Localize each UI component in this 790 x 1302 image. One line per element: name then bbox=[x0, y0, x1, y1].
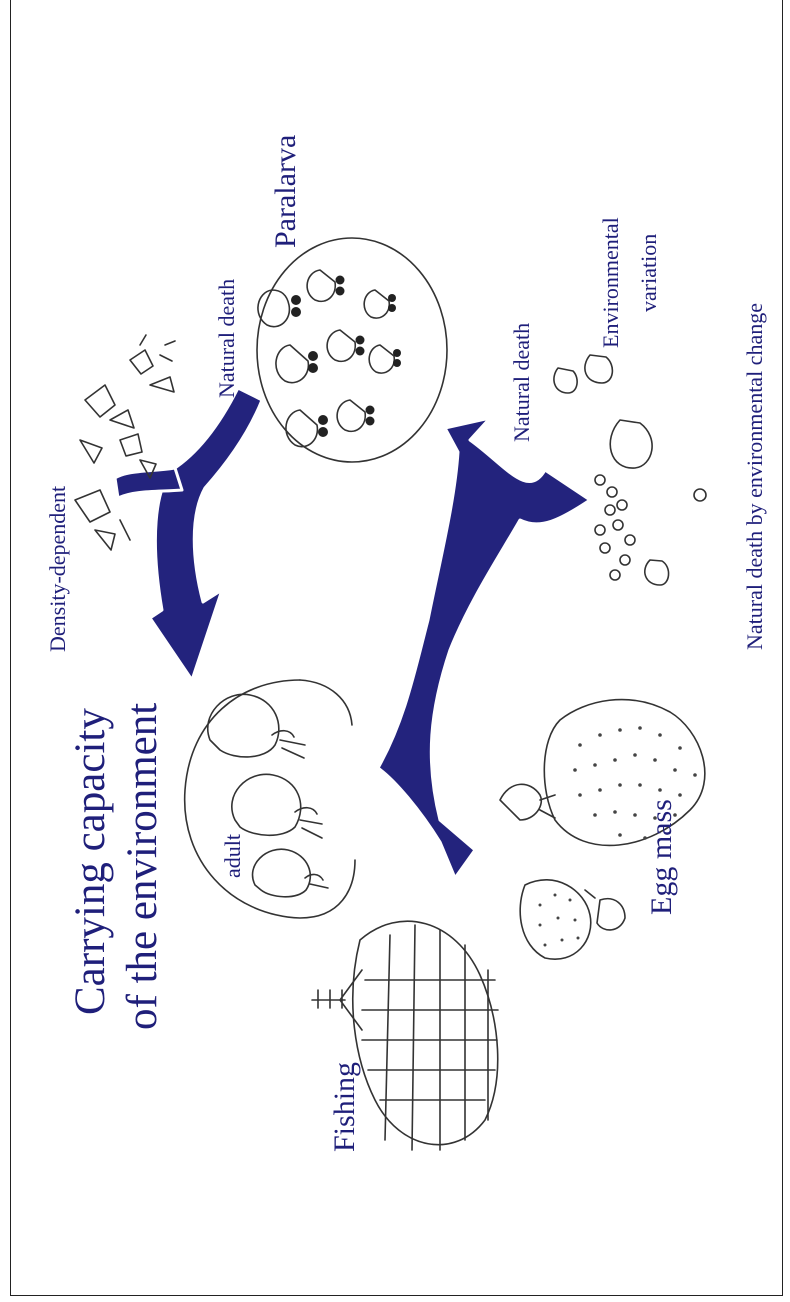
spawning-squids bbox=[500, 784, 625, 930]
environmental-death-sketches bbox=[554, 355, 706, 585]
label-fishing: Fishing bbox=[328, 1062, 361, 1152]
label-natural-death-environmental: Natural death by environmental change bbox=[742, 303, 767, 650]
label-environmental: Environmental bbox=[598, 217, 623, 348]
adult-circle-right bbox=[300, 680, 352, 725]
egg-mass-small bbox=[520, 880, 591, 959]
label-density-dependent: Density-dependent bbox=[45, 486, 70, 652]
title-line-1: Carrying capacity bbox=[67, 708, 114, 1015]
label-egg-mass: Egg mass bbox=[645, 799, 678, 915]
label-paralarva: Paralarva bbox=[269, 135, 302, 248]
title-line-2: of the environment bbox=[119, 703, 166, 1030]
label-natural-death-top: Natural death bbox=[214, 279, 239, 398]
label-natural-death-mid: Natural death bbox=[509, 323, 534, 442]
label-variation: variation bbox=[636, 234, 661, 312]
arrow-egg-to-adult bbox=[378, 418, 590, 878]
egg-mass-large bbox=[544, 700, 705, 846]
paralarvae-group bbox=[258, 270, 401, 447]
fishing-net-outline bbox=[353, 921, 498, 1145]
label-adult: adult bbox=[220, 834, 245, 878]
arrow-paralarva-to-adult bbox=[150, 388, 262, 680]
